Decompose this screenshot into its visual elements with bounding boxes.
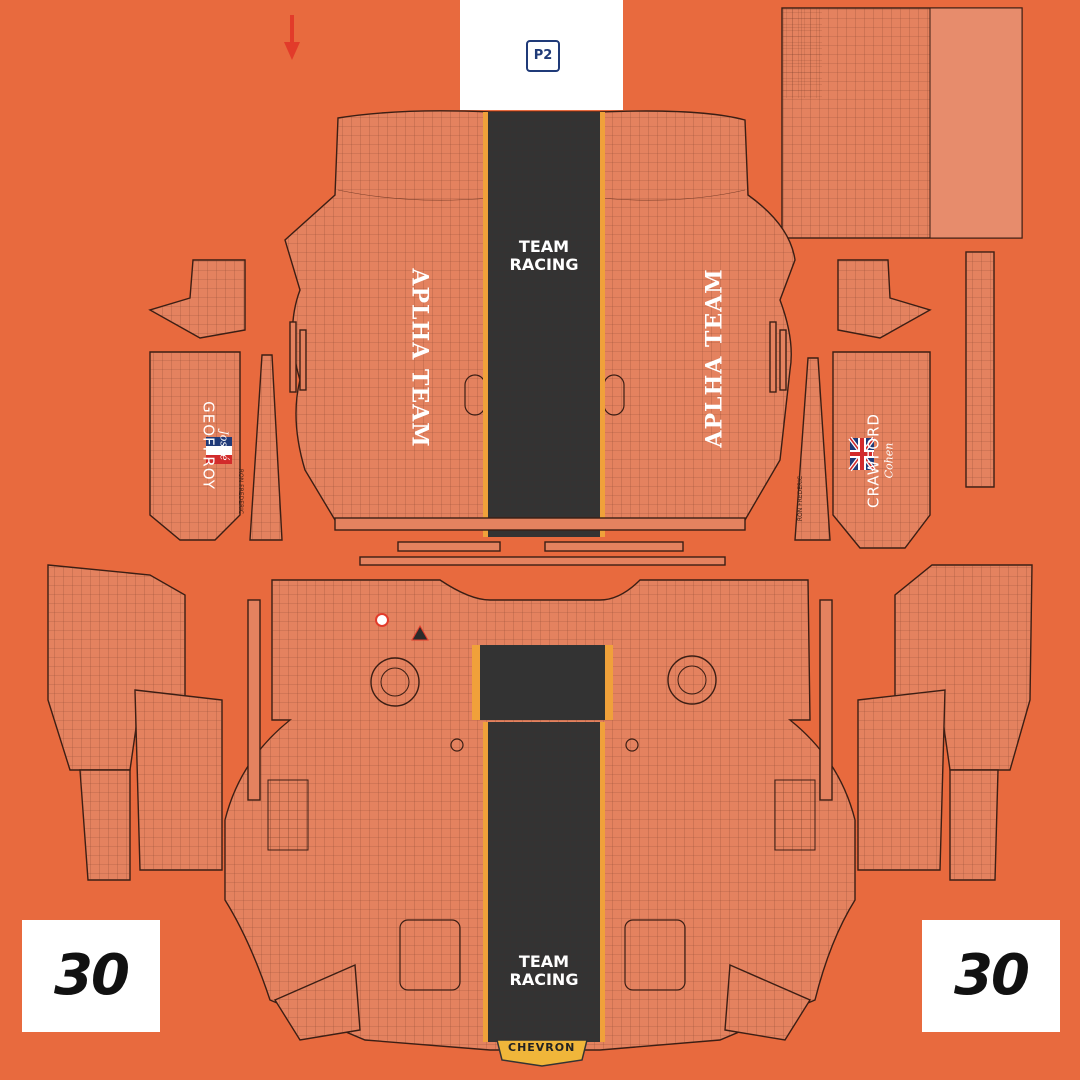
pillar-left — [249, 354, 283, 541]
side-text-left: APLHA TEAM — [406, 268, 433, 448]
trim-strips — [334, 517, 746, 566]
slim-part-left — [247, 599, 261, 801]
center-stripe-top — [483, 112, 605, 537]
race-number-left: 30 — [54, 943, 130, 1008]
sticker-triangle — [411, 624, 429, 641]
side-text-right: APLHA TEAM — [701, 268, 728, 448]
uk-flag-icon — [848, 436, 876, 472]
small-strips-right — [769, 321, 787, 393]
race-number-panel-right: 30 — [922, 920, 1060, 1032]
france-flag-icon — [206, 437, 232, 464]
class-badge: P2 — [526, 40, 560, 72]
mirror-left — [148, 259, 246, 339]
driver-right: CRAWFORD Cohen — [865, 391, 896, 531]
race-number-right: 30 — [954, 943, 1030, 1008]
small-strips-left — [289, 321, 307, 393]
side-pod-right — [857, 564, 1033, 881]
driver-right-last: CRAWFORD — [864, 413, 883, 508]
stripe-text-bottom-line2: RACING — [509, 970, 579, 989]
stripe-text-top: TEAM RACING — [489, 238, 599, 274]
stripe-text-top-line1: TEAM — [518, 237, 570, 256]
side-pod-left — [47, 564, 223, 881]
driver-right-first: Cohen — [882, 442, 896, 479]
driver-left: Josué GEOFFROY — [200, 381, 231, 511]
slim-part-right — [819, 599, 833, 801]
stripe-text-bottom: TEAM RACING — [489, 953, 599, 989]
door-panel-right — [832, 351, 931, 549]
chevron-logo — [496, 1039, 588, 1067]
stripe-text-bottom-line1: TEAM — [518, 952, 570, 971]
driver-left-small: RON FREDERIC — [237, 468, 245, 515]
vertical-strip-right — [965, 251, 995, 488]
door-panel-left — [149, 351, 241, 541]
center-stripe-bottom — [472, 645, 613, 1042]
driver-left-last: GEOFFROY — [199, 401, 218, 490]
driver-right-small: RON FREDERIC — [797, 475, 805, 522]
roof-panel — [781, 7, 1023, 239]
mirror-right — [837, 259, 932, 339]
sticker-round — [375, 613, 389, 627]
brand-text: CHEVRON — [508, 1041, 576, 1054]
arrow-down-icon — [284, 15, 300, 60]
pillar-right — [794, 357, 831, 541]
race-number-panel-left: 30 — [22, 920, 160, 1032]
driver-left-first: Josué — [217, 430, 231, 461]
diffuser-left — [267, 779, 361, 1041]
diffuser-right — [724, 779, 816, 1041]
stripe-text-top-line2: RACING — [509, 255, 579, 274]
